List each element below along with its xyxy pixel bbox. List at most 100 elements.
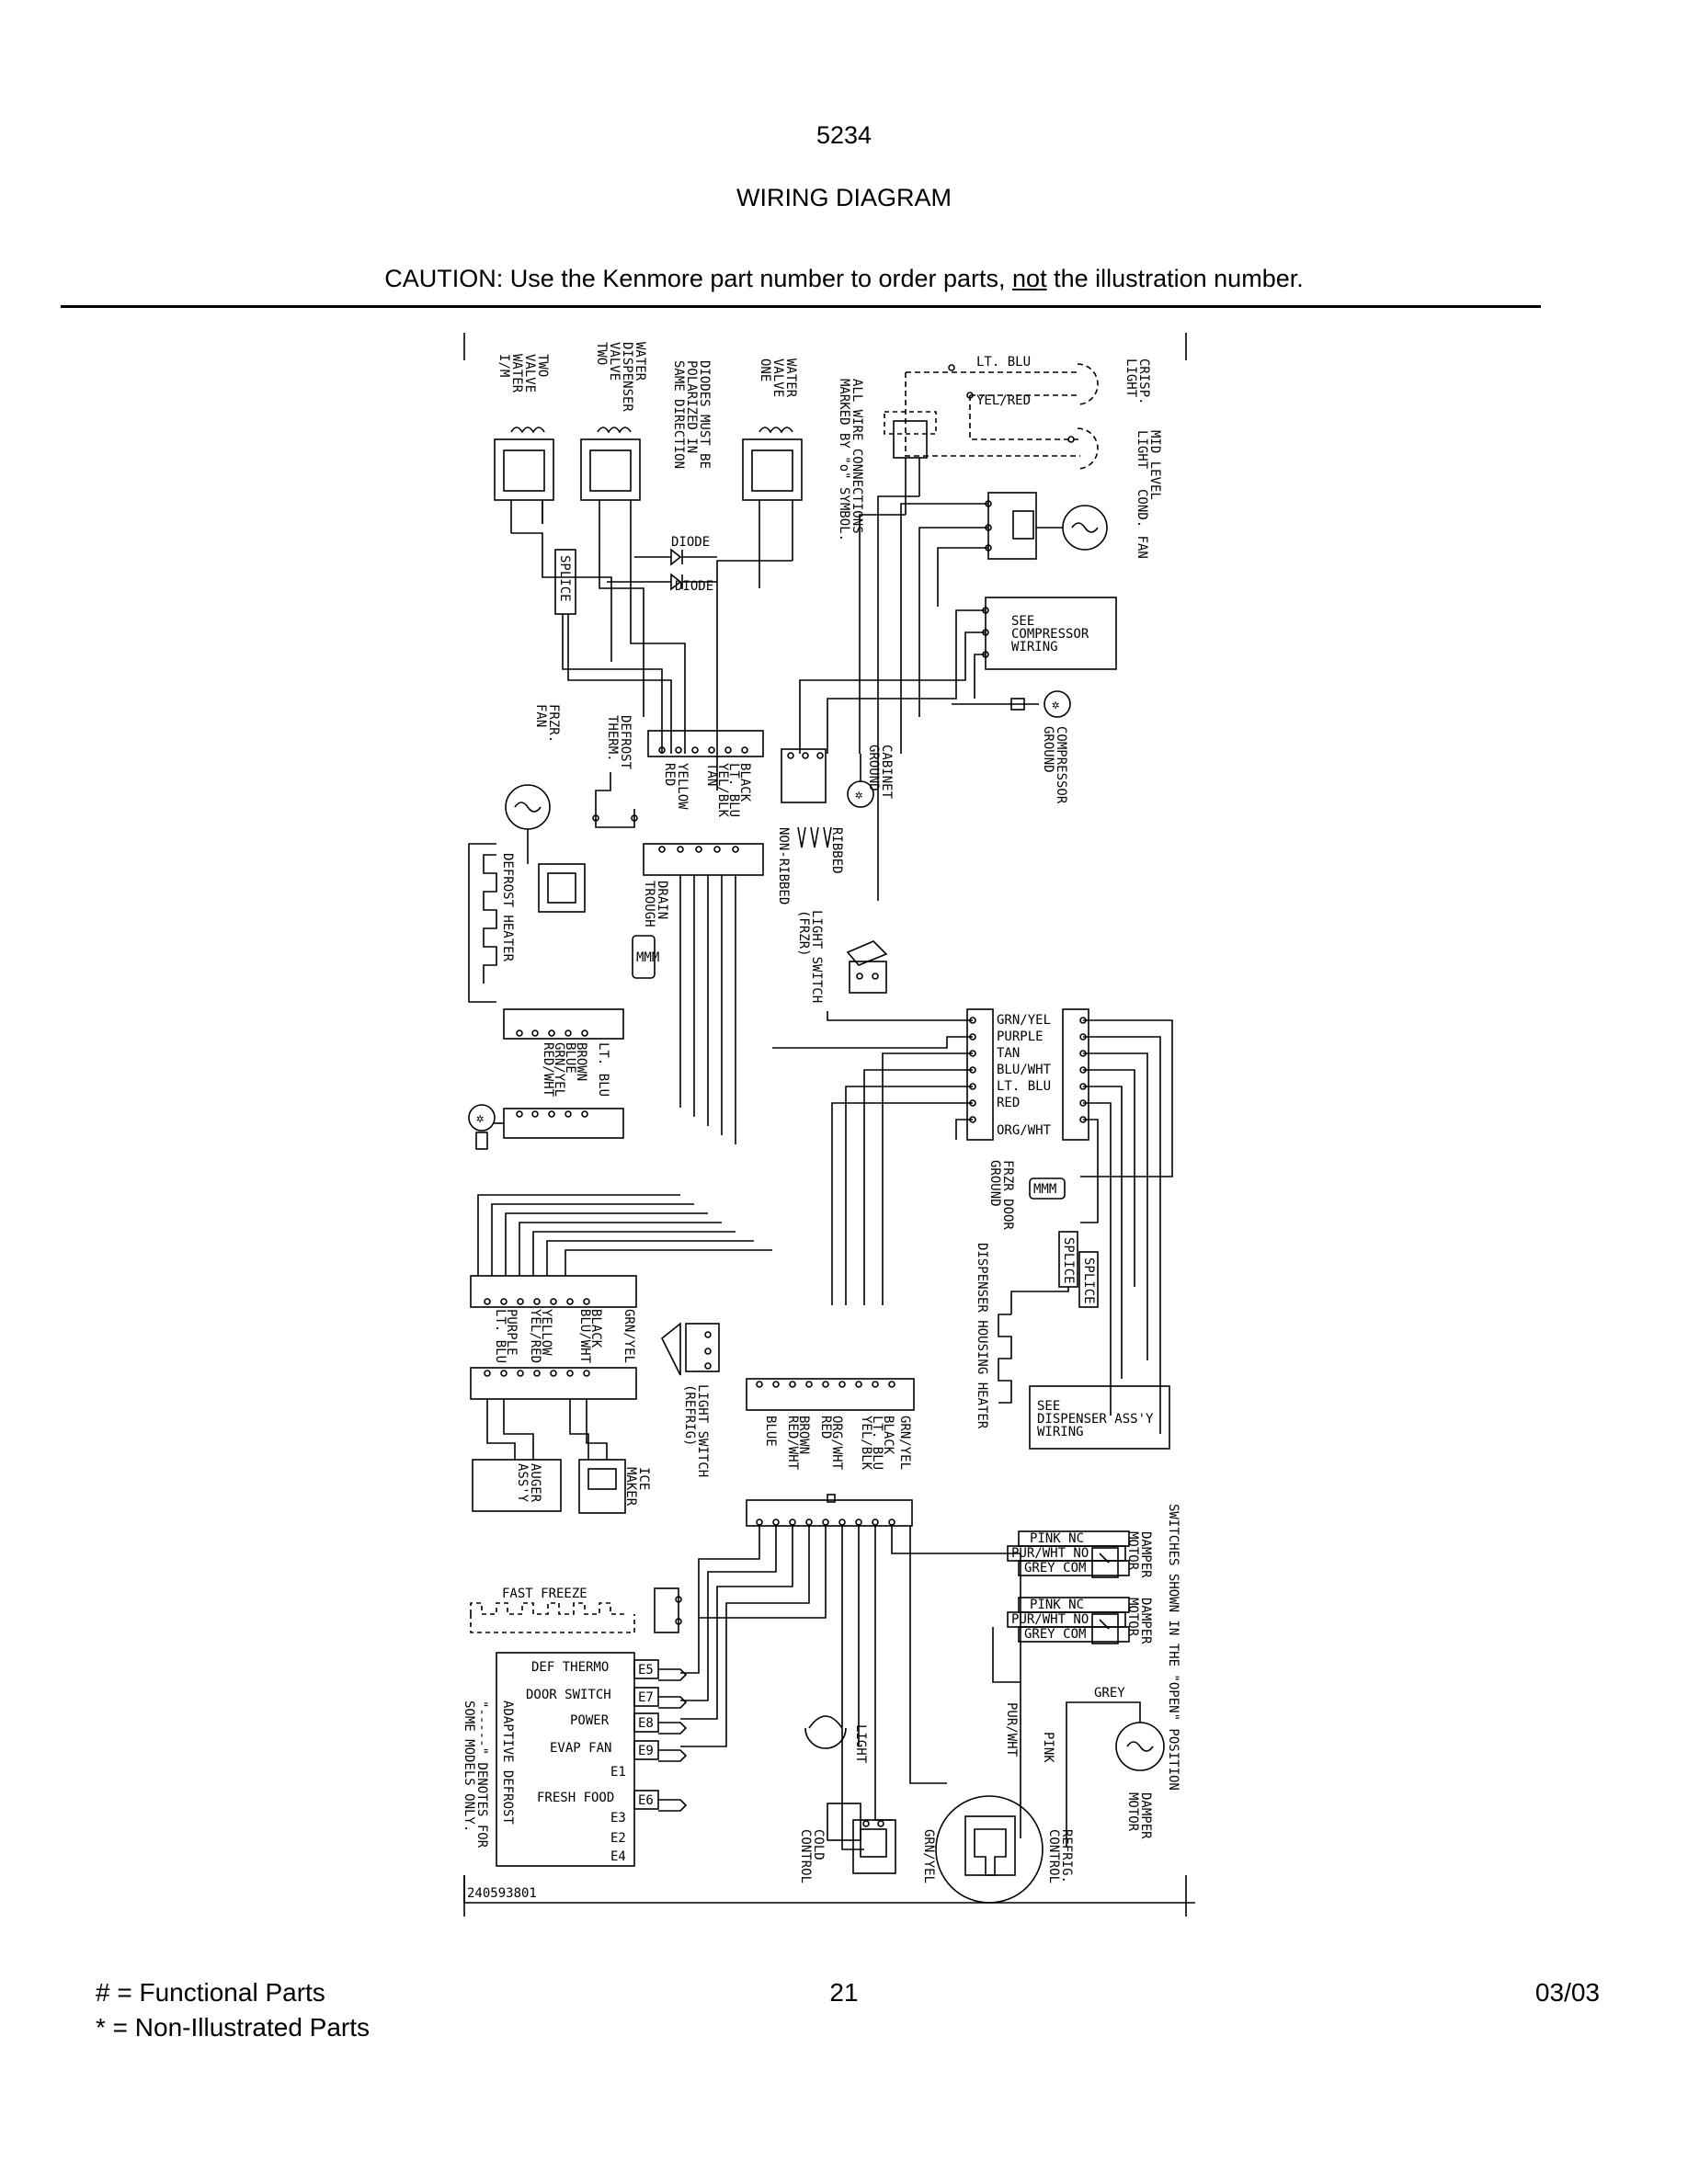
refrig-control-2: CONTROL (1046, 1829, 1061, 1883)
drain-trough: MMM DRAINTROUGH (632, 881, 669, 979)
top-wire-1: LT. BLU (726, 763, 741, 817)
svg-text:AUGERASS'Y: AUGERASS'Y (515, 1463, 542, 1503)
svg-text:ICEMAKER: ICEMAKER (623, 1467, 651, 1507)
ctrl-row-2: POWER (570, 1713, 610, 1728)
defrost-heater-label: DEFROST HEATER (500, 853, 515, 962)
frzr-door-1: FRZR DOOR (1000, 1160, 1015, 1230)
svg-text:LIGHT SWITCH(FRZR): LIGHT SWITCH(FRZR) (796, 910, 824, 1003)
harness-left-lower (477, 1194, 772, 1276)
frzr-door-label: FRZR DOORGROUND (987, 1160, 1015, 1230)
fast-freeze: FAST FREEZE (470, 1587, 682, 1633)
ctrl-pin-1: E7 (638, 1690, 654, 1705)
bottom-wire-labels: GRN/YEL BLACK LT. BLU YEL/BLK ORG/WHT RE… (763, 1416, 912, 1471)
mid-light-2: LIGHT (1135, 430, 1149, 470)
diode-label-2: DIODE (675, 579, 713, 594)
ctrl-pin-0: E5 (638, 1663, 654, 1678)
left-wire-labels: GRN/YEL BLACK BLU/WHT YELLOW YEL/RED PUR… (493, 1309, 636, 1364)
ctrl-row-1: DOOR SWITCH (526, 1688, 611, 1702)
cold-control: COLDCONTROL GRN/YEL (798, 1803, 936, 1883)
left-wire-4: YEL/RED (528, 1309, 542, 1363)
top-wire-2: YEL/BLK (715, 763, 730, 818)
bottom-wire-6: BROWN (796, 1416, 811, 1454)
grey-com-2: GREY COM (1024, 1627, 1086, 1642)
damper-3b: MOTOR (1125, 1792, 1140, 1832)
damper-1a: DAMPER (1138, 1531, 1153, 1578)
dispenser-assy-box: SEE DISPENSER ASS'Y WIRING (1029, 1385, 1170, 1450)
harness-top (511, 495, 988, 901)
ctrl-pin-3: E9 (638, 1744, 654, 1758)
cabinet-ground-label: CABINETGROUND (866, 745, 894, 800)
damper-2a: DAMPER (1138, 1598, 1153, 1644)
damper-motor (992, 1553, 1165, 1848)
svg-text:✲: ✲ (855, 788, 862, 802)
dispenser-water-valve (580, 427, 641, 552)
bottom-wire-2: LT. BLU (870, 1416, 884, 1470)
right-wire-6: ORG/WHT (997, 1123, 1052, 1138)
ribbed-label: RIBBED (829, 827, 844, 874)
diode-labels: DIODE DIODE (671, 535, 713, 594)
left-wire-0: GRN/YEL (622, 1309, 636, 1363)
right-wire-0: GRN/YEL (997, 1013, 1051, 1028)
mid-wire-labels: LT. BLU BROWN BLUE GRN/YEL RED/WHT (541, 1042, 610, 1098)
splice-top: SPLICE (554, 549, 576, 634)
refrig-control-1: REFRIG. (1059, 1829, 1074, 1883)
splice-b-label: SPLICE (1081, 1257, 1096, 1304)
dispenser-heater: DISPENSER HOUSING HEATER (975, 1243, 1069, 1429)
light-label: LIGHT (853, 1724, 868, 1764)
damper-switch-1 (1007, 1530, 1130, 1578)
page-title: WIRING DIAGRAM (736, 184, 952, 211)
svg-text:✲: ✲ (1052, 698, 1059, 712)
mid-wire-2: BLUE (563, 1042, 577, 1074)
svg-text:MMM: MMM (1033, 1182, 1056, 1197)
cabinet-ground: ✲ (847, 754, 874, 808)
cond-fan-label: COND. FAN (1135, 489, 1149, 559)
top-wire-5: RED (662, 763, 677, 786)
comp-gnd-1: COMPRESSOR (1054, 726, 1068, 804)
wire-note-1: ALL WIRE CONNECTIONS (850, 379, 864, 534)
fast-freeze-label: FAST FREEZE (502, 1587, 587, 1601)
harness-right (772, 1011, 1173, 1434)
mid-level-light (905, 372, 1099, 470)
diodes (607, 548, 717, 591)
ice-maker-1: ICE (636, 1467, 651, 1490)
ls-frzr-1: LIGHT SWITCH (809, 910, 824, 1003)
frzr-door-2: GROUND (987, 1160, 1002, 1207)
legend-functional: # = Functional Parts (96, 1978, 325, 2007)
damper-switch-2 (1007, 1597, 1130, 1644)
compressor-ground-label: COMPRESSORGROUND (1041, 726, 1068, 804)
right-wire-3: BLU/WHT (997, 1063, 1052, 1077)
svg-text:ALL WIRE CONNECTIONSMARKED BY: ALL WIRE CONNECTIONSMARKED BY "o" SYMBOL… (837, 379, 864, 541)
label-yel-red: YEL/RED (976, 393, 1031, 408)
im-valve-line-4: TWO (535, 354, 550, 377)
harness-bottom (680, 1526, 1021, 1850)
diode-label-1: DIODE (671, 535, 710, 550)
adaptive-note-3: SOME MODELS ONLY. (462, 1701, 476, 1832)
bottom-wire-0: GRN/YEL (897, 1416, 912, 1470)
cab-gnd-1: CABINET (879, 745, 894, 800)
ls-refrig-2: (REFRIG) (682, 1384, 697, 1446)
grey-com-1: GREY COM (1024, 1561, 1086, 1575)
def-therm-1: DEFROST (618, 715, 633, 770)
left-wire-5: PURPLE (504, 1309, 519, 1356)
pur-wht-no-1: PUR/WHT NO (1011, 1546, 1089, 1561)
im-water-valve (494, 427, 554, 533)
left-wire-6: LT. BLU (493, 1309, 508, 1363)
im-valve-line-1: I/M (496, 354, 511, 377)
svg-text:DAMPERMOTOR: DAMPERMOTOR (1125, 1792, 1153, 1839)
right-wire-5: RED (997, 1096, 1020, 1110)
condenser-fan (985, 492, 1108, 560)
splice-a-label: SPLICE (1061, 1237, 1076, 1284)
ctrl-pin-5: E6 (638, 1793, 654, 1808)
crisp-light-1: CRISP. (1136, 358, 1151, 405)
damper-2b: MOTOR (1125, 1598, 1140, 1637)
mid-wire-0: LT. BLU (596, 1042, 610, 1097)
drain-trough-2: TROUGH (642, 881, 656, 927)
adaptive-defrost-control (496, 1652, 688, 1867)
left-wire-3: YELLOW (539, 1309, 553, 1356)
pur-wht-no-2: PUR/WHT NO (1011, 1612, 1089, 1627)
caution-emphasis: not (1012, 265, 1047, 292)
frzr-labels: FRZR.FAN DEFROSTTHERM. (533, 704, 633, 770)
grn-yel-label: GRN/YEL (921, 1829, 936, 1883)
bottom-frame-box: 240593801 (463, 1875, 1195, 1904)
top-wire-0: BLACK (737, 763, 752, 802)
